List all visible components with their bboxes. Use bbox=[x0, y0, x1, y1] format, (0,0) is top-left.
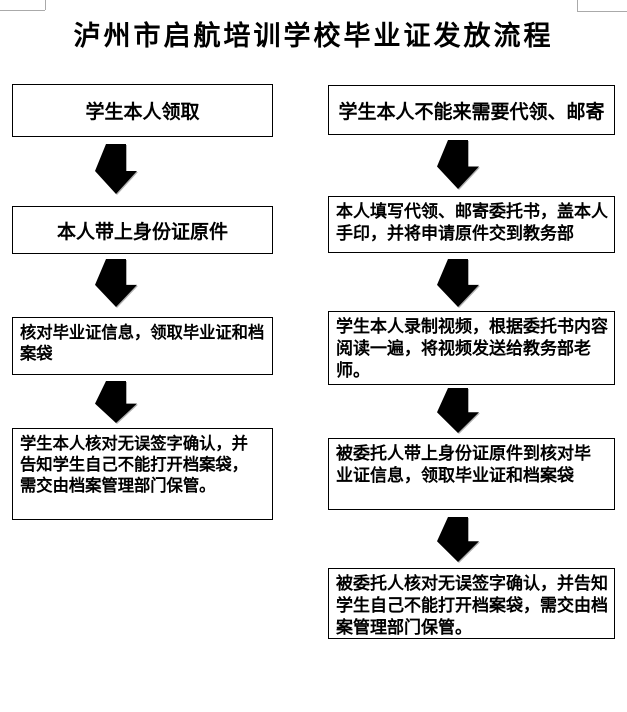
left-step-2-box: 本人带上身份证原件 bbox=[12, 206, 273, 254]
right-step-4-box: 被委托人带上身份证原件到核对毕 业证信息，领取毕业证和档案袋 bbox=[328, 438, 615, 510]
down-arrow-icon bbox=[95, 381, 137, 423]
down-arrow-icon bbox=[437, 388, 479, 433]
down-arrow-icon bbox=[95, 144, 137, 194]
text-boundary-mark-top-left bbox=[45, 0, 46, 10]
left-step-4-box: 学生本人核对无误签字确认，并 告知学生自己不能打开档案袋， 需交由档案管理部门保… bbox=[12, 428, 273, 520]
text-boundary-mark-top-right bbox=[577, 0, 578, 11]
right-step-1-box: 学生本人不能来需要代领、邮寄 bbox=[328, 85, 615, 135]
down-arrow-icon bbox=[437, 517, 479, 562]
text-boundary-mark-top-left bbox=[0, 10, 45, 11]
left-step-3-box: 核对毕业证信息，领取毕业证和档 案袋 bbox=[12, 317, 273, 375]
text-boundary-mark-top-right bbox=[577, 11, 627, 12]
left-step-1-box: 学生本人领取 bbox=[12, 84, 273, 137]
down-arrow-icon bbox=[95, 259, 137, 307]
right-step-5-box: 被委托人核对无误签字确认，并告知 学生自己不能打开档案袋，需交由档 案管理部门保… bbox=[328, 568, 615, 639]
page-title: 泸州市启航培训学校毕业证发放流程 bbox=[73, 21, 554, 51]
down-arrow-icon bbox=[437, 259, 479, 307]
right-step-2-box: 本人填写代领、邮寄委托书，盖本人 手印，并将申请原件交到教务部 bbox=[328, 196, 615, 253]
down-arrow-icon bbox=[437, 140, 479, 189]
right-step-3-box: 学生本人录制视频，根据委托书内容 阅读一遍，将视频发送给教务部老 师。 bbox=[328, 311, 615, 385]
